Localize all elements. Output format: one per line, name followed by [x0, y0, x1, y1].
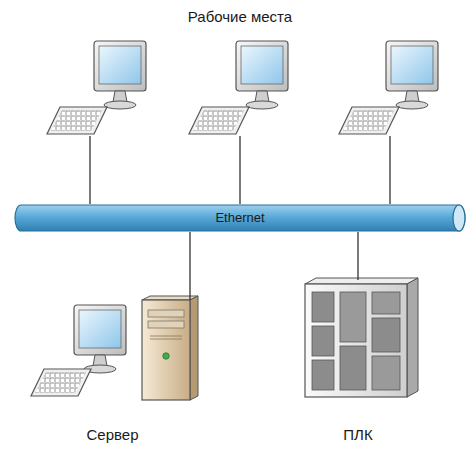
network-wire: [189, 232, 190, 300]
server-node: Сервер: [20, 300, 205, 445]
keyboard-icon: [31, 369, 91, 396]
plc-cabinet: [305, 278, 418, 397]
device-label: Сервер: [20, 426, 205, 443]
server-tower: [142, 300, 190, 400]
monitor-icon: [236, 41, 288, 109]
monitor-icon: [386, 41, 438, 109]
plc-node: ПЛК: [290, 280, 426, 445]
heading: Рабочие места: [188, 8, 292, 25]
keyboard-icon: [47, 107, 107, 134]
network-wire: [239, 136, 240, 204]
server-icon: [31, 296, 198, 400]
bus-body: [15, 205, 465, 231]
keyboard-icon: [339, 107, 399, 134]
keyboard-icon: [189, 107, 249, 134]
workstation: [339, 41, 438, 204]
ethernet-bus: Ethernet: [14, 204, 466, 232]
monitor-icon: [74, 305, 126, 373]
bus-end: [453, 205, 465, 231]
workstation: [47, 41, 146, 204]
network-wire: [89, 136, 90, 204]
network-wire: [389, 136, 390, 204]
network-wire: [357, 232, 358, 280]
workstation: [189, 41, 288, 204]
monitor-icon: [94, 41, 146, 109]
device-label: ПЛК: [290, 426, 426, 443]
bus-label: Ethernet: [14, 204, 466, 232]
